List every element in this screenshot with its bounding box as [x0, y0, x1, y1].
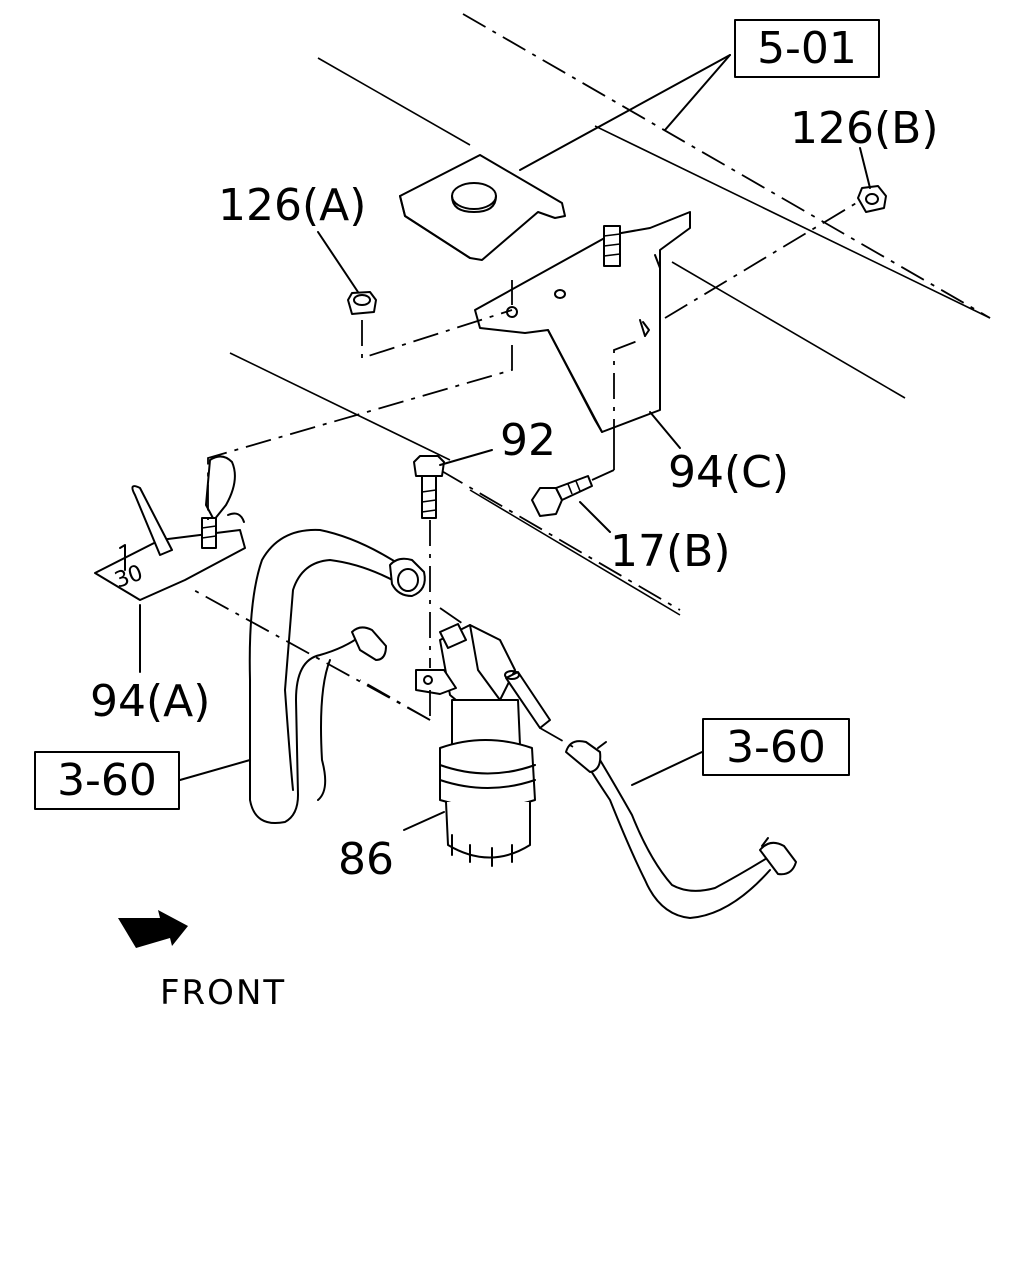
label-86: 86: [338, 834, 394, 885]
assembly-lines: [189, 201, 859, 749]
filter-86: [415, 623, 551, 867]
ref-label-3-60-left: 3-60: [57, 755, 157, 806]
chassis-frame-lines: [229, 13, 991, 616]
label-94c: 94(C): [668, 447, 789, 498]
nut-126b: [857, 185, 887, 213]
label-92: 92: [500, 415, 556, 466]
ref-box-3-60-left[interactable]: 3-60: [34, 751, 180, 810]
bolt-92: [413, 455, 445, 519]
label-126a: 126(A): [218, 180, 366, 231]
front-label: FRONT: [160, 973, 286, 1013]
front-arrow-icon: [118, 910, 188, 948]
hose-left: [248, 528, 426, 824]
leader-lines: [139, 54, 871, 831]
bracket-94c: [474, 211, 691, 433]
nut-126a: [347, 291, 377, 315]
label-17b: 17(B): [610, 526, 731, 577]
ref-label-3-60-right: 3-60: [726, 722, 826, 773]
label-94a: 94(A): [90, 676, 210, 727]
hose-right: [565, 740, 797, 919]
bolt-17b: [531, 475, 593, 517]
ref-label-5-01: 5-01: [757, 23, 857, 74]
upper-clamp: [399, 154, 566, 261]
label-126b: 126(B): [790, 103, 939, 154]
ref-box-3-60-right[interactable]: 3-60: [702, 718, 850, 776]
ref-box-5-01[interactable]: 5-01: [734, 19, 880, 78]
bracket-94a: 30: [94, 455, 246, 601]
